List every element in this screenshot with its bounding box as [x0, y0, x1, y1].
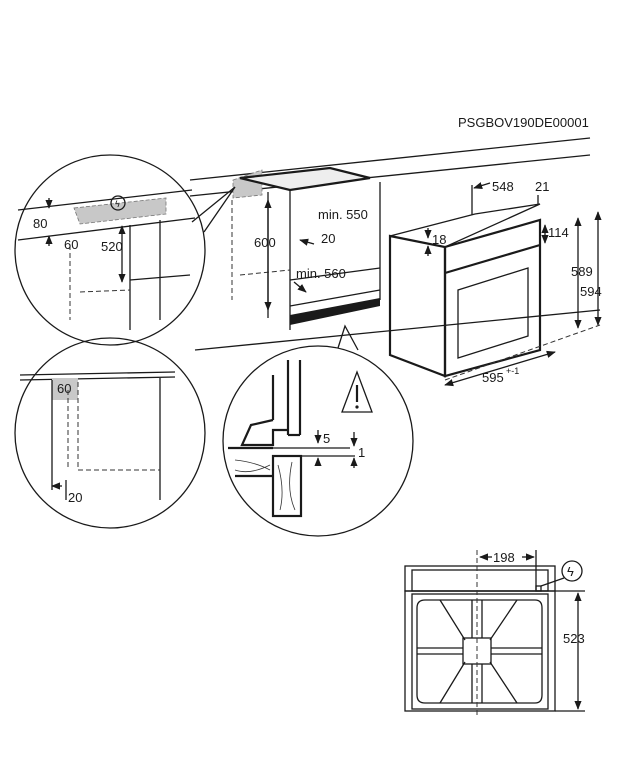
gap-detail-circle: 5 1 — [222, 324, 414, 537]
dimension-min-550: min. 550 — [318, 207, 368, 222]
dimension-198: 198 — [493, 550, 515, 565]
dimension-21: 21 — [535, 179, 549, 194]
dimension-114: 114 — [548, 225, 569, 240]
dimension-600: 600 — [254, 235, 276, 250]
dimension-523: 523 — [563, 631, 585, 646]
dimension-60: 60 — [64, 237, 78, 252]
dimension-595: 595 — [482, 370, 504, 385]
dimension-548: 548 — [492, 179, 514, 194]
oven-unit: 548 21 18 114 589 594 595 +-1 — [388, 179, 602, 387]
dimension-gap-5: 5 — [323, 431, 330, 446]
power-icon: ϟ — [115, 199, 120, 209]
power-icon-front: ϟ — [567, 564, 574, 579]
front-view: 198 ϟ 523 — [404, 550, 585, 715]
dimension-520: 520 — [101, 239, 123, 254]
dimension-min-560: min. 560 — [296, 266, 346, 281]
niche-detail-circle: ϟ 80 60 520 — [14, 154, 236, 346]
dimension-595-tolerance: +-1 — [506, 366, 519, 376]
dimension-gap-1: 1 — [358, 445, 365, 460]
dimension-594: 594 — [580, 284, 602, 299]
dimension-side-20: 20 — [68, 490, 82, 505]
cabinet-niche: 600 min. 550 20 min. 560 — [189, 137, 601, 351]
dimension-side-60: 60 — [57, 381, 71, 396]
reference-code: PSGBOV190DE00001 — [458, 115, 589, 130]
warning-icon — [341, 370, 373, 413]
dimension-20: 20 — [321, 231, 335, 246]
dimension-18: 18 — [432, 232, 446, 247]
side-detail-circle: 60 20 — [14, 337, 206, 529]
dimension-80: 80 — [33, 216, 47, 231]
dimension-589: 589 — [571, 264, 593, 279]
